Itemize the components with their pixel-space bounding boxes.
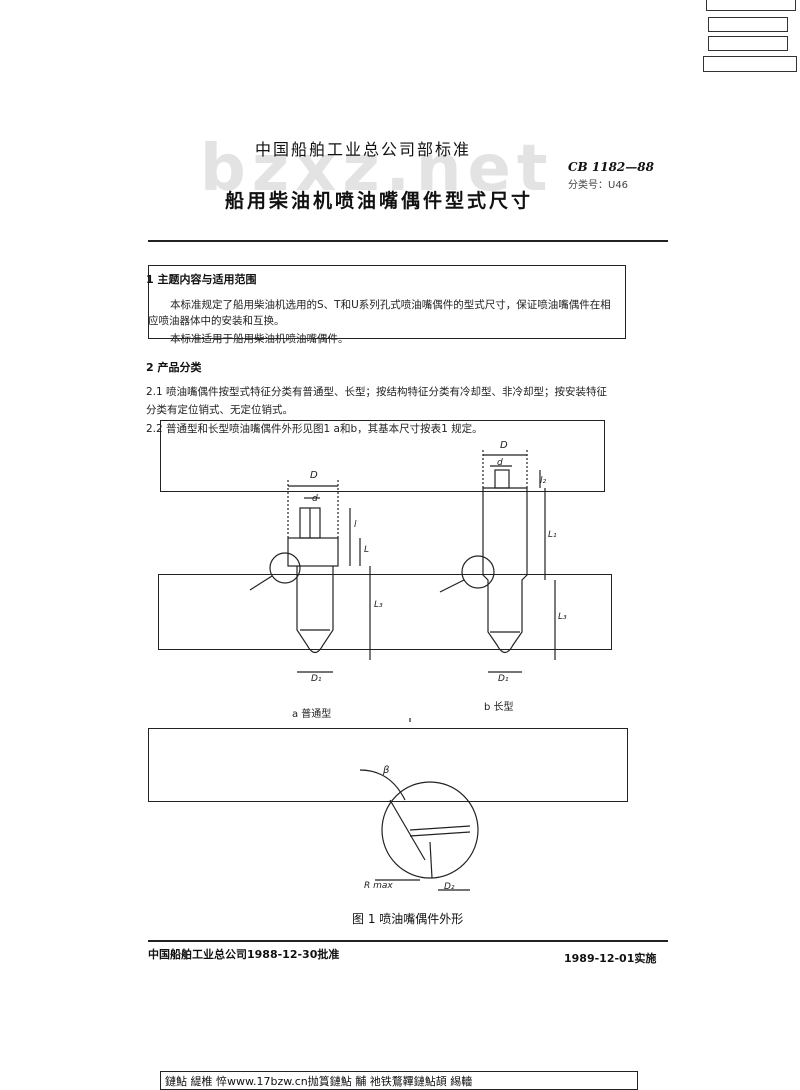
- header-rule: [148, 240, 668, 242]
- dim-label-beta: β: [383, 765, 390, 776]
- nozzle-long-type: [439, 450, 556, 673]
- stamp-box-4: [703, 56, 797, 72]
- section-1-paragraph-scope: 本标准适用于船用柴油机喷油嘴偶件。: [170, 333, 349, 345]
- dim-label-d-b: d: [497, 458, 503, 468]
- bottom-banner: 鏈鮎 緹椎 悴www.17bzw.cn抛篔鏈鮎 黼 祂铁鶩鞸鏈鮎頡 緆轖: [160, 1071, 638, 1090]
- footer-rule: [148, 940, 668, 942]
- bottom-banner-text: 鏈鮎 緹椎 悴www.17bzw.cn抛篔鏈鮎 黼 祂铁鶩鞸鏈鮎頡 緆轖: [165, 1075, 473, 1088]
- nozzle-tip-detail: [359, 718, 479, 891]
- dim-label-L3-b: L₃: [558, 612, 567, 622]
- figure-label-a: a 普通型: [292, 709, 332, 720]
- section-1-paragraph-line2: 应喷油器体中的安装和互换。: [148, 315, 285, 327]
- stamp-box-3: [708, 36, 788, 51]
- section-1-paragraph-line1: 本标准规定了船用柴油机选用的S、T和U系列孔式喷油嘴偶件的型式尺寸，保证喷油嘴偶…: [170, 299, 611, 311]
- stamp-box-2: [708, 17, 788, 32]
- dim-label-D-a: D: [310, 470, 318, 481]
- standard-code: CB 1182—88: [568, 160, 654, 174]
- dim-label-D1-a: D₁: [311, 674, 322, 684]
- standard-organization: 中国船舶工业总公司部标准: [255, 140, 472, 159]
- approval-date: 中国船舶工业总公司1988-12-30批准: [148, 948, 340, 961]
- dim-label-D-b: D: [500, 440, 508, 451]
- dim-label-l-a: l: [354, 520, 357, 530]
- dim-label-Rmax: R max: [364, 881, 393, 891]
- nozzle-normal-type: [249, 480, 371, 673]
- dim-label-L1-b: L₁: [548, 530, 557, 540]
- scan-frame-2: [160, 420, 605, 492]
- dim-label-L-a: L: [364, 545, 370, 555]
- document-title: 船用柴油机喷油嘴偶件型式尺寸: [225, 190, 534, 212]
- clause-2-2: 2.2 普通型和长型喷油嘴偶件外形见图1 a和b，其基本尺寸按表1 规定。: [146, 423, 483, 435]
- section-2-heading: 2 产品分类: [146, 361, 202, 374]
- implementation-date: 1989-12-01实施: [564, 952, 657, 965]
- clause-2-1-line2: 分类有定位销式、无定位销式。: [146, 404, 293, 416]
- watermark: bzxz.net: [200, 132, 554, 206]
- figure-caption: 图 1 喷油嘴偶件外形: [352, 912, 464, 926]
- dim-label-d-a: d: [312, 494, 318, 504]
- scan-frame-4: [148, 728, 628, 802]
- clause-2-1-line1: 2.1 喷油嘴偶件按型式特征分类有普通型、长型；按结构特征分类有冷却型、非冷却型…: [146, 386, 608, 398]
- stamp-box-1: [706, 0, 796, 11]
- figure-label-b: b 长型: [484, 702, 514, 713]
- scan-frame-3: [158, 574, 612, 650]
- scan-frame-1: [148, 265, 626, 339]
- dim-label-l2-b: l₂: [540, 476, 547, 486]
- dim-label-D2: D₂: [444, 882, 455, 892]
- dim-label-L3-a: L₃: [374, 600, 383, 610]
- section-1-heading: 1 主题内容与适用范围: [146, 273, 257, 286]
- dim-label-D1-b: D₁: [498, 674, 509, 684]
- classification-number: 分类号：U46: [568, 180, 629, 191]
